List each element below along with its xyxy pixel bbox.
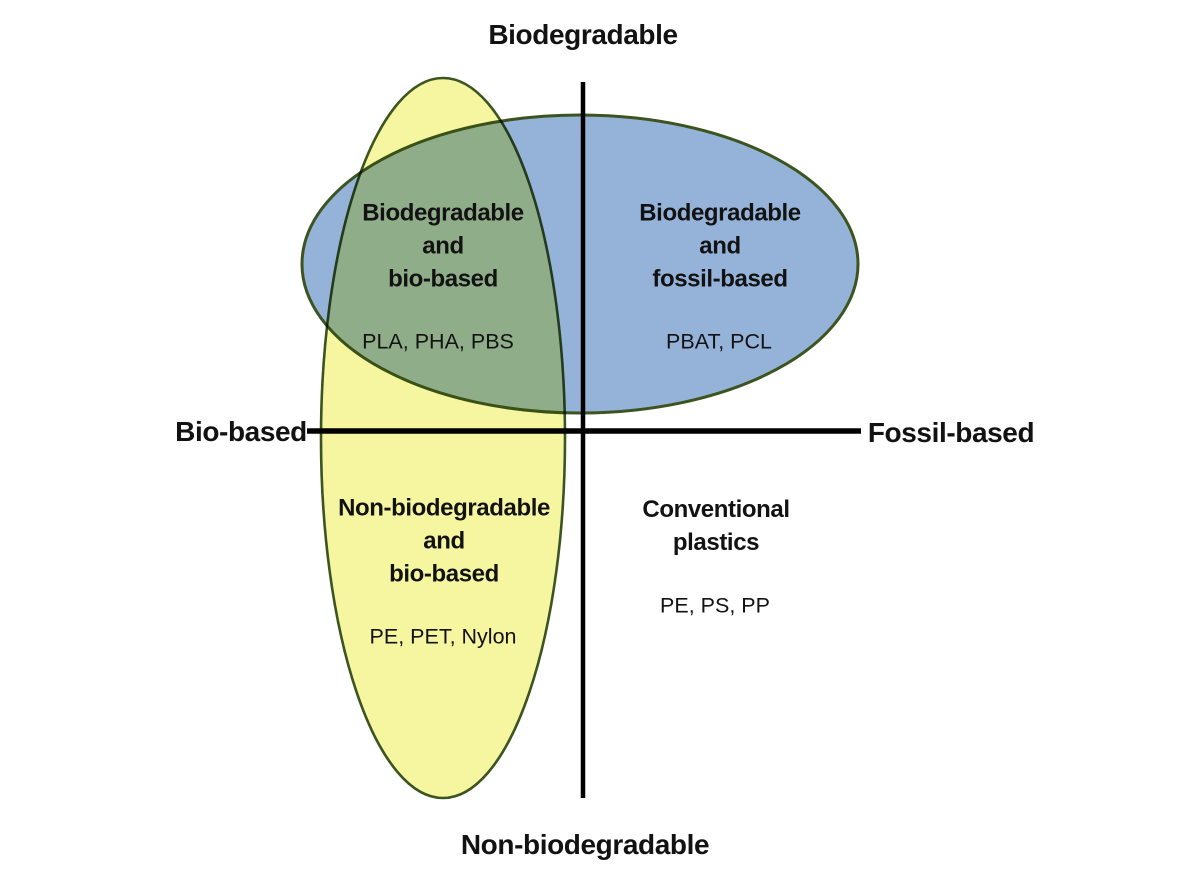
axis-label-bio-based: Bio-based — [175, 416, 307, 447]
quadrant-label-non-biodegradable-bio-based: Non-biodegradable and bio-based — [338, 494, 550, 588]
examples-conventional-plastics: PE, PS, PP — [660, 593, 770, 618]
axis-label-fossil-based: Fossil-based — [867, 417, 1035, 448]
quadrant-label-biodegradable-fossil-based: Biodegradable and fossil-based — [639, 199, 801, 293]
examples-non-biodegradable-bio-based: PE, PET, Nylon — [369, 624, 517, 649]
examples-biodegradable-fossil-based: PBAT, PCL — [666, 329, 772, 354]
examples-biodegradable-bio-based: PLA, PHA, PBS — [362, 329, 514, 354]
axis-label-biodegradable: Biodegradable — [488, 19, 678, 50]
quadrant-label-conventional-plastics: Conventional plastics — [642, 496, 790, 556]
biodegradable-ellipse — [300, 113, 860, 415]
quadrant-label-biodegradable-bio-based: Biodegradable and bio-based — [362, 199, 524, 293]
axis-label-non-biodegradable: Non-biodegradable — [460, 829, 710, 860]
